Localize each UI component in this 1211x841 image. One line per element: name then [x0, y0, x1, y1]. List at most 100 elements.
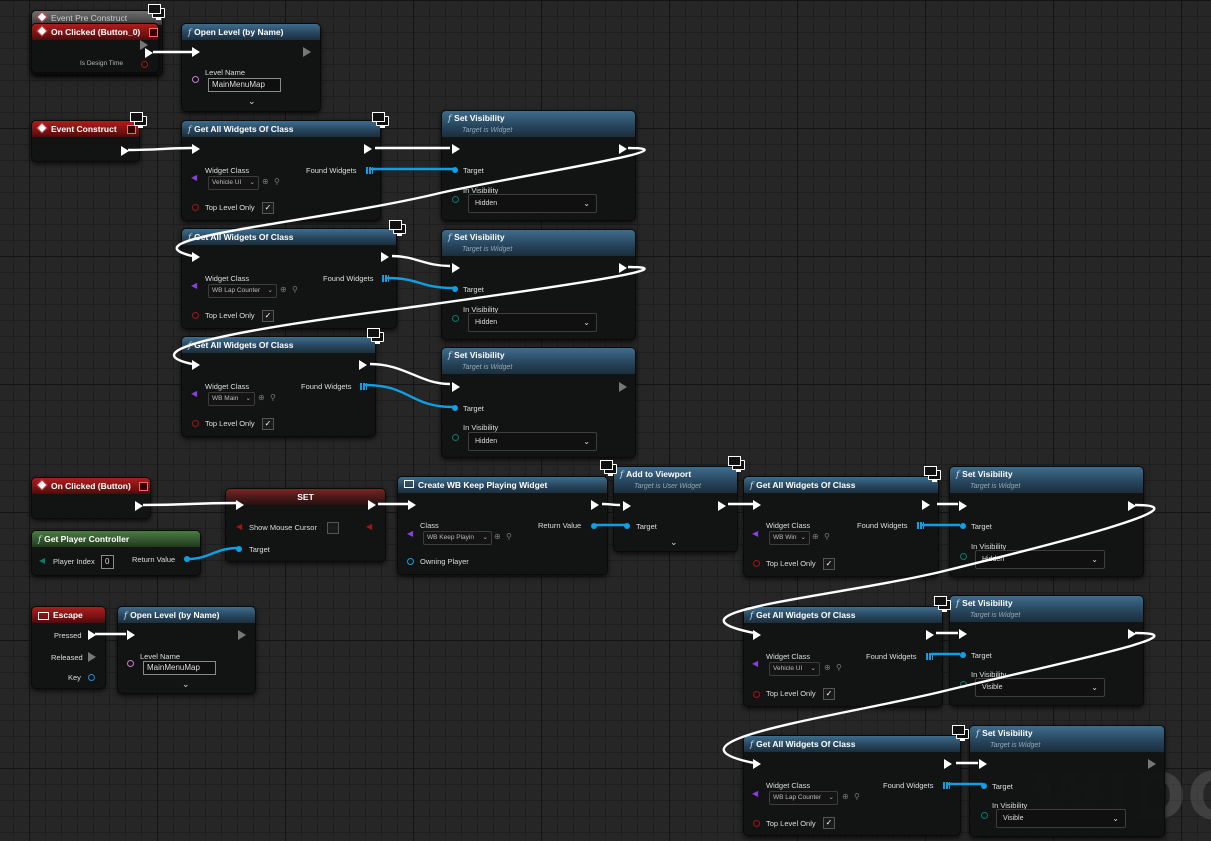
event-construct-node[interactable]: Event Construct	[31, 120, 140, 162]
class-pin[interactable]: ◀	[191, 281, 198, 290]
pressed-exec-pin[interactable]	[88, 630, 96, 640]
target-pin[interactable]	[452, 286, 458, 292]
chevron-down-icon[interactable]: ⌄	[670, 537, 678, 547]
visibility-dropdown[interactable]: Hidden⌄	[468, 313, 597, 332]
exec-out-pin[interactable]	[121, 146, 129, 156]
top-level-only-checkbox[interactable]: ✓	[262, 418, 274, 430]
enum-pin[interactable]	[452, 434, 459, 441]
exec-out-pin[interactable]	[718, 501, 726, 511]
exec-out-pin[interactable]	[381, 252, 389, 262]
top-level-only-checkbox[interactable]: ✓	[823, 688, 835, 700]
enum-pin[interactable]	[452, 315, 459, 322]
exec-out-pin[interactable]	[145, 48, 153, 58]
exec-in-pin[interactable]	[192, 360, 200, 370]
exec-out-pin[interactable]	[359, 360, 367, 370]
class-pin[interactable]: ◀	[191, 173, 198, 182]
class-pin[interactable]: ◀	[752, 529, 759, 538]
output-delegate-pin[interactable]	[139, 482, 148, 491]
on-clicked-button-node[interactable]: On Clicked (Button)	[31, 477, 151, 519]
exec-out-pin[interactable]	[368, 500, 376, 510]
released-exec-pin[interactable]	[88, 652, 96, 662]
exec-out-pin[interactable]	[1128, 501, 1136, 511]
top-level-only-checkbox[interactable]: ✓	[823, 558, 835, 570]
exec-out-pin[interactable]	[619, 382, 627, 392]
widget-class-select[interactable]: WB Keep Playin⌄	[423, 531, 492, 545]
exec-in-pin[interactable]	[192, 252, 200, 262]
exec-in-pin[interactable]	[408, 500, 416, 510]
exec-in-pin[interactable]	[127, 630, 135, 640]
set-node[interactable]: SET ◀ Show Mouse Cursor ◀ Target	[225, 488, 386, 562]
widget-class-select[interactable]: WB Main⌄	[208, 392, 255, 406]
exec-out-pin[interactable]	[1128, 629, 1136, 639]
target-pin[interactable]	[981, 783, 987, 789]
exec-in-pin[interactable]	[959, 501, 967, 511]
bool-pin[interactable]	[192, 312, 199, 319]
target-pin[interactable]	[452, 405, 458, 411]
exec-in-pin[interactable]	[192, 47, 200, 57]
search-icon[interactable]: ⚲	[836, 663, 842, 672]
bool-out-pin[interactable]: ◀	[366, 522, 373, 531]
bool-pin[interactable]	[753, 560, 760, 567]
owning-player-pin[interactable]	[407, 558, 414, 565]
exec-in-pin[interactable]	[236, 500, 244, 510]
exec-in-pin[interactable]	[959, 629, 967, 639]
chevron-down-icon[interactable]: ⌄	[182, 679, 190, 689]
enum-pin[interactable]	[452, 196, 459, 203]
widget-class-select[interactable]: WB Lap Counter⌄	[769, 791, 838, 805]
output-delegate-pin[interactable]	[149, 28, 158, 37]
widget-class-select[interactable]: WB Lap Counter⌄	[208, 284, 277, 298]
exec-out-pin[interactable]	[1148, 759, 1156, 769]
browse-icon[interactable]: ⊕	[494, 532, 501, 541]
class-pin[interactable]: ◀	[752, 789, 759, 798]
exec-out-pin[interactable]	[238, 630, 246, 640]
create-widget-node[interactable]: Create WB Keep Playing Widget Class ◀ WB…	[397, 476, 608, 575]
browse-icon[interactable]: ⊕	[842, 792, 849, 801]
enum-pin[interactable]	[981, 812, 988, 819]
visibility-dropdown[interactable]: Hidden⌄	[468, 432, 597, 451]
search-icon[interactable]: ⚲	[274, 177, 280, 186]
output-delegate-pin[interactable]	[127, 125, 136, 134]
bool-pin[interactable]	[192, 420, 199, 427]
target-pin[interactable]	[624, 523, 630, 529]
exec-out-pin[interactable]	[619, 144, 627, 154]
search-icon[interactable]: ⚲	[292, 285, 298, 294]
search-icon[interactable]: ⚲	[824, 532, 830, 541]
int-pin[interactable]: ◀	[39, 556, 46, 565]
bool-out-pin[interactable]	[141, 61, 148, 68]
class-pin[interactable]: ◀	[407, 529, 414, 538]
class-pin[interactable]: ◀	[752, 659, 759, 668]
target-pin[interactable]	[960, 523, 966, 529]
exec-out-pin[interactable]	[922, 500, 930, 510]
exec-in-pin[interactable]	[452, 144, 460, 154]
exec-out-pin[interactable]	[140, 40, 148, 50]
array-pin[interactable]	[926, 653, 933, 660]
array-pin[interactable]	[917, 522, 924, 529]
target-pin[interactable]	[960, 652, 966, 658]
visibility-dropdown[interactable]: Hidden⌄	[975, 550, 1105, 569]
enum-pin[interactable]	[960, 553, 967, 560]
enum-pin[interactable]	[960, 681, 967, 688]
top-level-only-checkbox[interactable]: ✓	[262, 310, 274, 322]
search-icon[interactable]: ⚲	[270, 393, 276, 402]
array-pin[interactable]	[360, 383, 367, 390]
level-name-pin[interactable]	[192, 76, 199, 83]
exec-out-pin[interactable]	[364, 144, 372, 154]
chevron-down-icon[interactable]: ⌄	[248, 96, 256, 106]
exec-in-pin[interactable]	[452, 382, 460, 392]
player-index-input[interactable]: 0	[101, 555, 114, 569]
target-pin[interactable]	[452, 167, 458, 173]
browse-icon[interactable]: ⊕	[812, 532, 819, 541]
visibility-dropdown[interactable]: Hidden⌄	[468, 194, 597, 213]
